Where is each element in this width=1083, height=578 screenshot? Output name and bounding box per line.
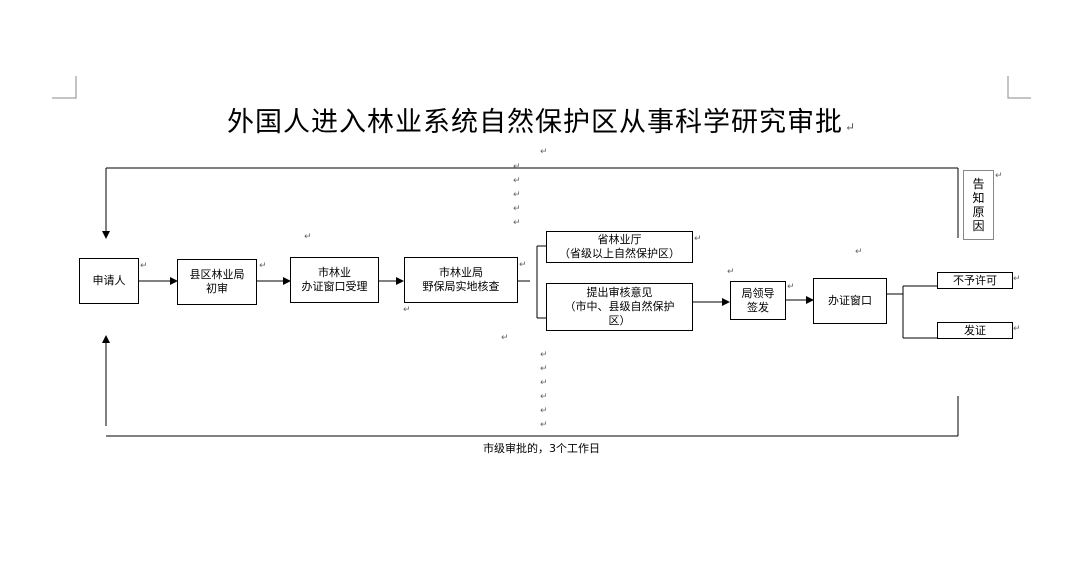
paragraph-mark: ↵ [1013,274,1021,284]
node-leader-sign: 局领导 签发 [730,281,786,320]
node-province-dept: 省林业厅 （省级以上自然保护区） [546,231,693,263]
paragraph-mark: ↵ [995,171,1003,181]
paragraph-mark: ↵ [694,234,702,244]
node-city-field-check: 市林业局 野保局实地核查 [404,257,518,303]
node-issue-window-label: 办证窗口 [828,294,872,307]
paragraph-mark: ↵ [727,267,735,277]
node-city-field-check-line1: 市林业局 [439,266,483,279]
paragraph-mark: ↵ [304,232,312,242]
bottom-note: 市级审批的，3个工作日 [483,442,600,455]
paragraph-mark: ↵ [513,218,521,228]
node-city-window-line1: 市林业 [318,266,351,279]
node-province-dept-line2: （省级以上自然保护区） [559,247,680,260]
paragraph-mark: ↵ [519,260,527,270]
paragraph-mark: ↵ [540,420,548,430]
node-notify-reason: 告 知 原 因 [963,170,994,240]
paragraph-mark: ↵ [855,247,863,257]
node-county-bureau-line2: 初审 [206,282,228,295]
paragraph-mark: ↵ [540,378,548,388]
paragraph-mark: ↵ [540,392,548,402]
paragraph-mark: ↵ [140,261,148,271]
paragraph-mark: ↵ [403,305,411,315]
node-issue-cert: 发证 [937,322,1013,339]
paragraph-mark: ↵ [540,350,548,360]
paragraph-mark: ↵ [1013,324,1021,334]
paragraph-mark: ↵ [513,204,521,214]
node-county-bureau-line1: 县区林业局 [189,268,245,281]
node-applicant: 申请人 [79,258,139,304]
paragraph-mark: ↵ [501,333,509,343]
node-not-permitted-label: 不予许可 [953,273,997,287]
node-notify-reason-char3: 原 [972,205,985,219]
paragraph-mark: ↵ [513,190,521,200]
paragraph-mark: ↵ [787,282,795,292]
paragraph-mark: ↵ [513,162,521,172]
node-leader-sign-line1: 局领导 [741,286,775,300]
node-notify-reason-char1: 告 [972,177,985,191]
node-leader-sign-line2: 签发 [747,300,769,314]
node-notify-reason-char2: 知 [972,191,985,205]
paragraph-mark: ↵ [540,147,548,157]
node-opinion-line1: 提出审核意见 [586,286,653,299]
paragraph-mark: ↵ [540,364,548,374]
node-notify-reason-char4: 因 [972,219,985,233]
paragraph-mark: ↵ [259,261,267,271]
node-issue-window: 办证窗口 [813,278,887,324]
node-province-dept-line1: 省林业厅 [597,233,642,246]
page-crop-marks [52,76,1031,99]
node-issue-cert-label: 发证 [964,323,986,337]
paragraph-mark: ↵ [513,176,521,186]
node-opinion-line2: （市中、县级自然保护 [564,300,675,313]
node-not-permitted: 不予许可 [937,272,1013,289]
node-applicant-label: 申请人 [92,274,126,287]
node-city-window-line2: 办证窗口受理 [301,280,368,293]
node-opinion: 提出审核意见 （市中、县级自然保护 区） [546,283,693,331]
page-title: 外国人进入林业系统自然保护区从事科学研究审批↵ [226,107,857,138]
paragraph-mark: ↵ [844,120,857,134]
node-county-bureau: 县区林业局 初审 [177,259,257,305]
node-opinion-line3: 区） [608,314,631,327]
node-city-field-check-line2: 野保局实地核查 [422,280,500,293]
node-city-window: 市林业 办证窗口受理 [290,257,379,303]
paragraph-mark: ↵ [540,406,548,416]
